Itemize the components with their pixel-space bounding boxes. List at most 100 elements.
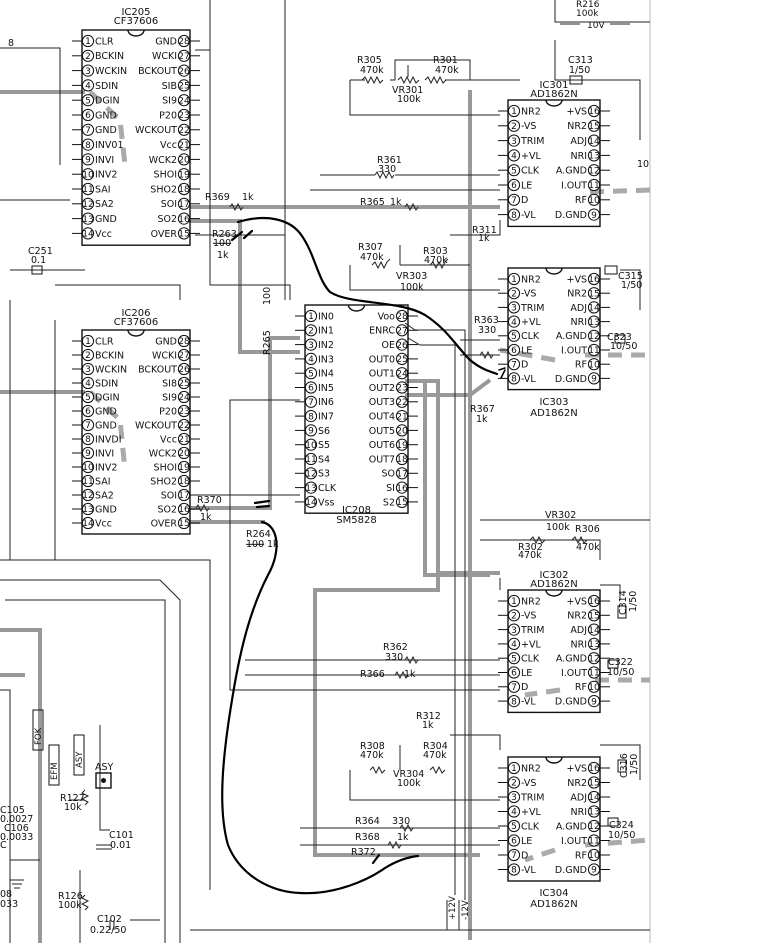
label-r127: R127 [60, 793, 85, 804]
ic206-pin-circle [81, 404, 95, 418]
ic304-pin-number: 5 [511, 822, 517, 832]
label-r264-value-b: 1k [267, 539, 279, 550]
ic208-pin-circle [304, 424, 318, 437]
ic302-pin-label: NR2 [521, 596, 541, 607]
ic304-pin-circle [507, 805, 521, 818]
label-c322: C322 [608, 657, 633, 668]
ic208-pin-circle [395, 495, 409, 508]
ic208-pin-label: S2 [383, 497, 395, 508]
ic206-pin-number: 9 [85, 449, 91, 459]
ic303-pin-label: TRIM [520, 303, 544, 314]
ic205-pin-label: SHOI [154, 170, 177, 181]
ic304-pin-circle [587, 834, 601, 847]
ic208-pin-number: 21 [396, 412, 407, 422]
ic208-pin-label: IN0 [318, 311, 334, 322]
ic302-pin-label: +VS [567, 596, 588, 607]
ic208-pin-number: 18 [396, 455, 408, 465]
ic303-pin-label: +VL [521, 317, 541, 328]
ic205-pin-label: BCKIN [95, 51, 124, 62]
ic206-pin-circle [177, 488, 191, 502]
ic304-pin-number: 6 [511, 837, 517, 847]
label-c324-value: 10/50 [608, 830, 635, 841]
ic303-pin-number: 11 [588, 346, 599, 356]
ic302-pin-number: 16 [588, 597, 600, 607]
ic206-pin-label: CLR [95, 336, 114, 347]
capacitor-c324 [607, 817, 619, 827]
ic205-pin-number: 28 [178, 37, 190, 47]
asy-arrow [73, 734, 85, 776]
ic304-pin-label: RF [575, 850, 587, 861]
label-vr302: VR302 [545, 510, 576, 521]
ic208-pin-circle [304, 410, 318, 423]
ic206-pin-number: 17 [178, 491, 189, 501]
ic304-pin-circle [507, 819, 521, 833]
label-r263: R263 [212, 229, 237, 240]
ic304-pin-number: 11 [588, 837, 599, 847]
ic304-pin-label: I.OUT [561, 836, 587, 847]
ic301-pin-circle [507, 178, 521, 192]
ic208-pin-number: 15 [396, 498, 407, 508]
label-r368: R368 [355, 832, 380, 843]
ic304-pin-number: 13 [588, 808, 599, 818]
ic302-pin-number: 5 [511, 654, 517, 664]
supply-12v-arrows [446, 900, 460, 930]
ic303-pin-circle [587, 343, 601, 357]
ic303-pin-label: CLK [521, 331, 540, 342]
ic208-pin-label: OUT3 [369, 397, 395, 408]
ic206-pin-number: 13 [82, 505, 93, 515]
ic205-pin-label: GND [95, 214, 117, 225]
ic208-pin-label: IN1 [318, 326, 334, 337]
ic304-pin-circle [587, 776, 601, 789]
ic301-notch [545, 99, 563, 107]
ic304-pin-number: 4 [511, 808, 517, 818]
ic302-body [507, 589, 601, 714]
ic208-pin-label: OUT5 [369, 426, 395, 437]
label-r301: R301 [433, 55, 458, 66]
label-r303-value: 470k [424, 255, 448, 266]
ic301-pin-label: RF [575, 195, 587, 206]
ic301-pin-circle [587, 193, 601, 206]
label-minus-12v: -12V [461, 900, 471, 920]
ic206-pin-number: 16 [178, 505, 190, 515]
ic206-pin-label: SOI [161, 490, 177, 501]
ic206-pin-number: 18 [178, 477, 190, 487]
handdrawn-annotations [221, 216, 506, 895]
r216-label: R216 [576, 0, 600, 10]
ic301-pin-label: NR2 [521, 106, 541, 117]
ic206-pin-circle [81, 488, 95, 502]
label-r303: R303 [423, 246, 448, 257]
ic208-pin-label: OUT6 [369, 440, 395, 451]
label-asy-signal: ASY [75, 751, 85, 768]
ic304-pin-label: D.GND [555, 865, 587, 876]
ic301-pin-circle [507, 134, 521, 147]
capacitor-c322 [607, 659, 619, 669]
ic208-pin-label: S3 [318, 469, 330, 480]
ic302-pin-circle [507, 695, 521, 708]
ic205-pin-number: 6 [85, 111, 91, 121]
ic205-pin-number: 8 [85, 141, 91, 151]
ic206-pin-circle [177, 362, 191, 376]
ic205-pin-label: CLR [95, 36, 114, 47]
label-r363-value: 330 [478, 325, 496, 336]
ic302-pin-circle [587, 680, 601, 693]
ic304-pin-number: 9 [591, 866, 597, 876]
ic303-pin-number: 13 [588, 318, 599, 328]
label-r366-value: 1k [404, 669, 416, 680]
ic205-pin-circle [177, 34, 191, 48]
ic205-pin-circle [81, 64, 95, 77]
ic301-pin-number: 13 [588, 152, 599, 162]
label-c102: C102 [97, 914, 122, 925]
ic206-pin-label: OVER [151, 518, 178, 529]
ic304-pin-circle [587, 805, 601, 818]
ic301-pin-label: D [521, 195, 528, 206]
ic205-pin-number: 9 [85, 156, 91, 166]
ic302-pin-number: 14 [588, 626, 600, 636]
ic206-pin-label: Vcc [95, 518, 112, 529]
ic208-pin-label: S6 [318, 426, 330, 437]
label-r361: R361 [377, 155, 402, 166]
ic301-pin-label: A.GND [556, 166, 587, 177]
ic208-pin-number: 16 [396, 484, 408, 494]
ic301-pin-circle [507, 104, 521, 118]
